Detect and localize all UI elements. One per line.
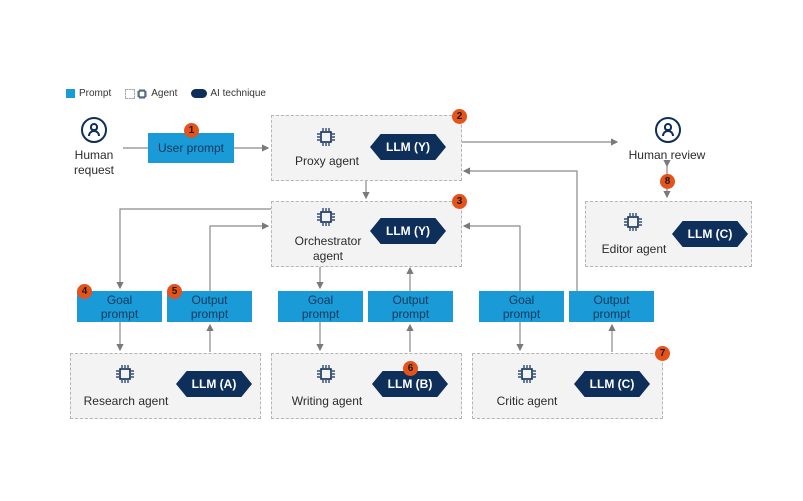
badge-4: 4	[77, 284, 92, 299]
output-line1: Output	[593, 292, 630, 307]
critic-llm: LLM (C)	[574, 371, 650, 397]
orchestrator-line2: agent	[312, 249, 344, 263]
badge-1: 1	[184, 123, 199, 138]
arrow-editor-to-proxy	[462, 167, 578, 292]
chip-icon	[317, 208, 335, 226]
writing-llm: LLM (B)	[372, 371, 448, 397]
prompt-swatch-icon	[66, 89, 75, 98]
orchestrator-agent-label: Orchestrator agent	[278, 234, 378, 264]
output-line2: prompt	[391, 306, 430, 321]
legend: Prompt Agent AI technique	[66, 88, 266, 99]
ai-technique-swatch-icon	[191, 89, 208, 98]
goal-line2: prompt	[301, 306, 340, 321]
human-request-line1: Human	[74, 148, 114, 162]
human-request-line2: request	[73, 163, 115, 177]
goal-line1: Goal	[508, 292, 535, 307]
orchestrator-llm: LLM (Y)	[370, 218, 446, 244]
human-review-label: Human review	[628, 148, 706, 162]
chip-icon	[518, 365, 536, 383]
output-line1: Output	[392, 292, 429, 307]
human-review-icon	[655, 117, 681, 143]
badge-8: 8	[660, 174, 675, 189]
chip-icon	[137, 88, 148, 99]
critic-agent-label: Critic agent	[496, 394, 558, 408]
legend-agent: Agent	[151, 88, 178, 99]
badge-7: 7	[655, 346, 670, 361]
human-request-label: Human request	[62, 148, 126, 178]
agent-swatch-icon	[125, 88, 136, 99]
orchestrator-line1: Orchestrator	[294, 234, 362, 248]
chip-icon	[116, 365, 134, 383]
badge-3: 3	[452, 194, 467, 209]
human-request-icon	[81, 117, 107, 143]
user-prompt[interactable]: User prompt	[148, 133, 234, 163]
badge-5: 5	[167, 284, 182, 299]
arrow-research-output-to-orch	[209, 222, 270, 291]
goal-line1: Goal	[106, 292, 133, 307]
proxy-llm: LLM (Y)	[370, 134, 446, 160]
chip-icon	[317, 128, 335, 146]
editor-llm: LLM (C)	[672, 221, 748, 247]
research-llm: LLM (A)	[176, 371, 252, 397]
chip-icon	[624, 213, 642, 231]
goal-line1: Goal	[307, 292, 334, 307]
arrow-critic-goal-to-orch	[462, 222, 521, 291]
proxy-agent-label: Proxy agent	[294, 154, 360, 168]
output-line1: Output	[191, 292, 228, 307]
badge-6: 6	[403, 361, 418, 376]
output-line2: prompt	[592, 306, 631, 321]
legend-ai-technique: AI technique	[210, 88, 266, 99]
badge-2: 2	[452, 109, 467, 124]
goal-line2: prompt	[100, 306, 139, 321]
arrow-orch-to-research-goal	[116, 208, 272, 290]
writing-agent-label: Writing agent	[291, 394, 363, 408]
goal-line2: prompt	[502, 306, 541, 321]
legend-prompt: Prompt	[79, 88, 112, 99]
research-agent-label: Research agent	[83, 394, 169, 408]
output-line2: prompt	[190, 306, 229, 321]
editor-agent-label: Editor agent	[601, 242, 667, 256]
chip-icon	[317, 365, 335, 383]
